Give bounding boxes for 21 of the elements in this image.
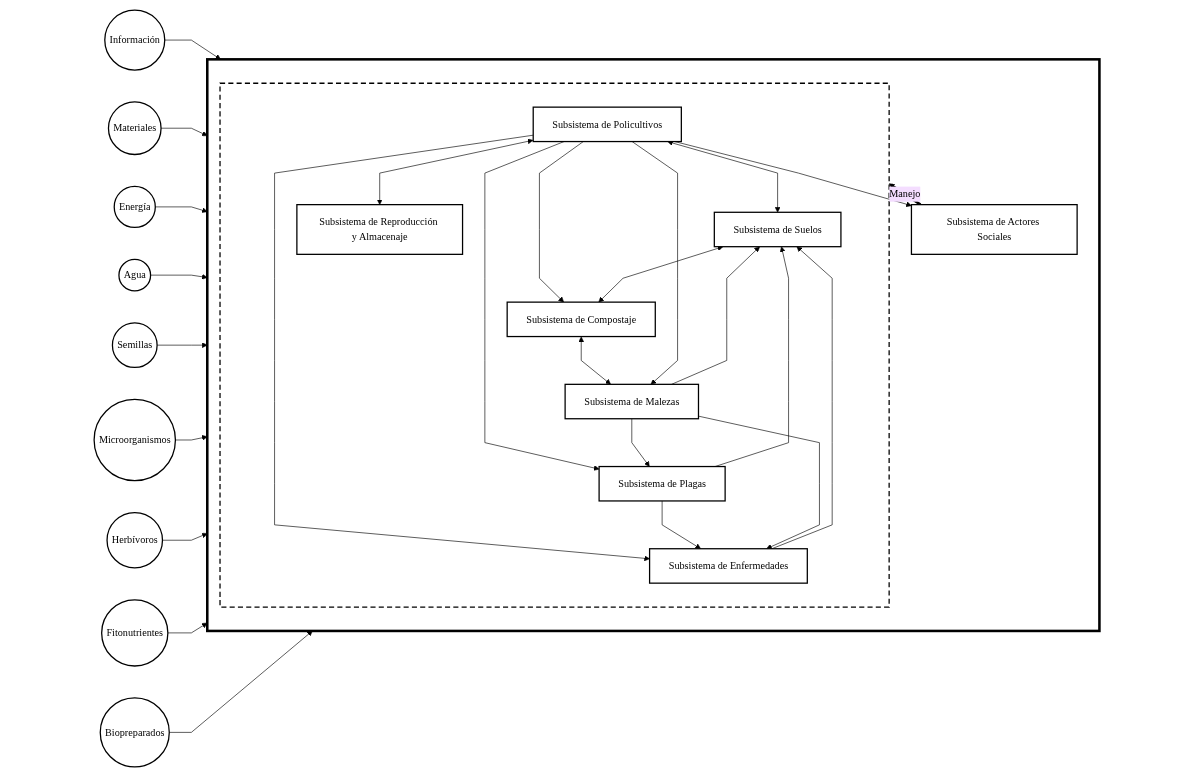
node-circle: Semillas <box>111 322 158 369</box>
node-box: Subsistema de Enfermedades <box>648 548 808 584</box>
node-box: Subsistema de Actores Sociales <box>910 204 1078 255</box>
node-box: Subsistema de Policultivos <box>532 106 682 143</box>
node-circle: Microorganismos <box>93 398 176 482</box>
node-circle: Biopreparados <box>99 697 170 768</box>
node-circle: Fitonutrientes <box>100 599 169 667</box>
node-box: Subsistema de Malezas <box>564 383 699 420</box>
cluster <box>205 58 1101 633</box>
node-circle: Materiales <box>107 101 162 156</box>
node-box: Subsistema de Reproducción y Almacenaje <box>295 204 463 255</box>
node-box: Subsistema de Compostaje <box>506 301 656 338</box>
cluster <box>219 82 890 608</box>
node-box: Subsistema de Plagas <box>598 465 726 502</box>
edge-label: Manejo <box>888 188 921 200</box>
node-box: Subsistema de Suelos <box>713 211 842 248</box>
node-circle: Agua <box>118 258 151 292</box>
node-circle: Energía <box>113 185 156 229</box>
arrow <box>888 183 921 206</box>
node-circle: Herbívoros <box>106 511 163 569</box>
node-circle: Información <box>103 9 166 71</box>
